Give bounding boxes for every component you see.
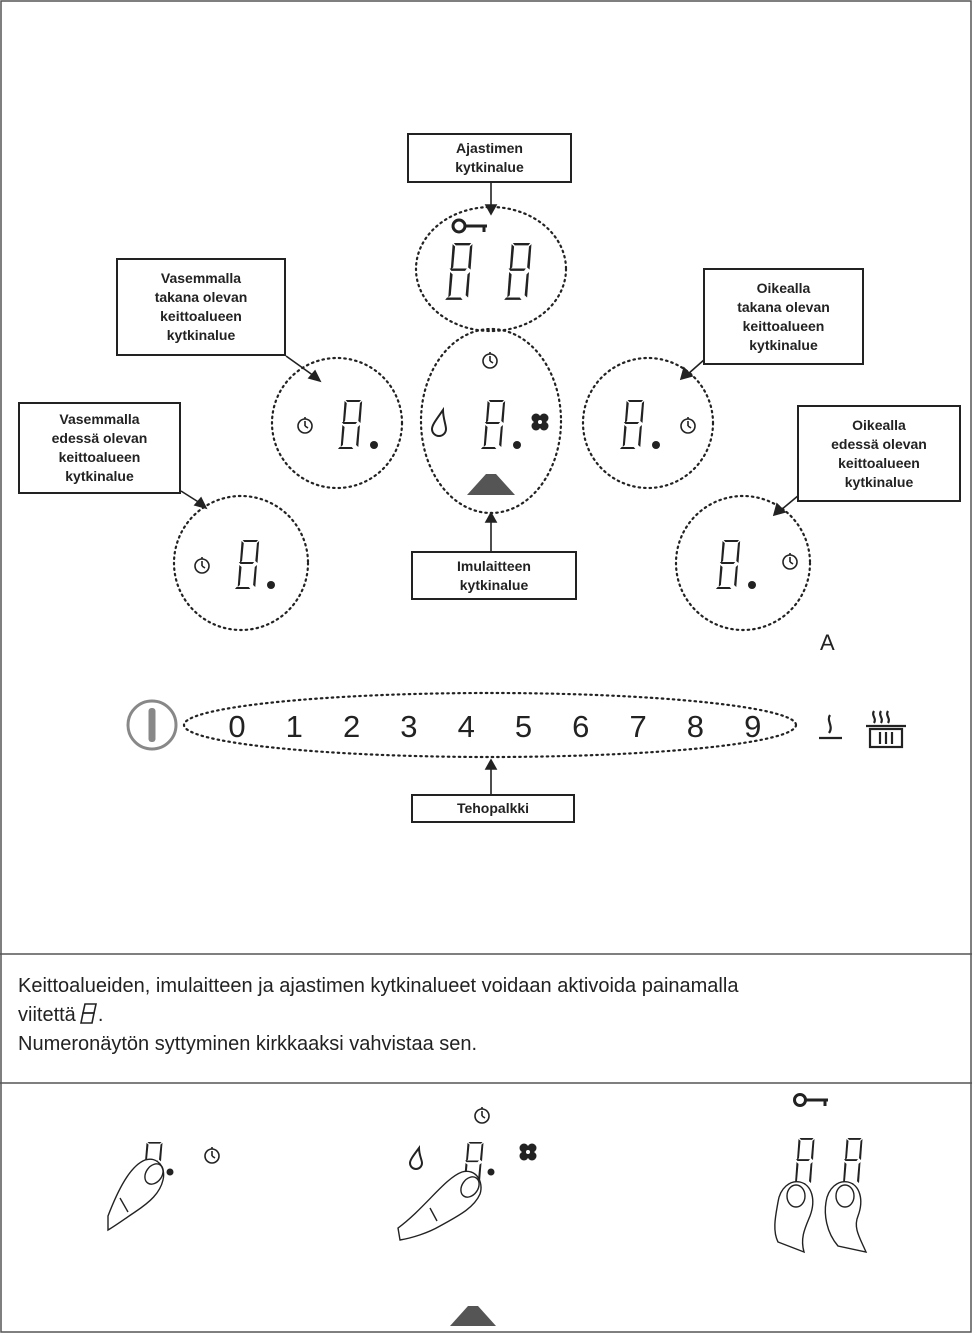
example-fan-icon bbox=[519, 1143, 537, 1161]
fan-icon bbox=[531, 413, 549, 431]
description-text: Keittoalueiden, imulaitteen ja ajastimen… bbox=[18, 972, 958, 1059]
right-front-timer-icon bbox=[782, 552, 798, 570]
callout-line: kytkinalue bbox=[749, 336, 818, 353]
callout-left-front: Vasemmalla edessä olevan keittoalueen ky… bbox=[18, 402, 181, 494]
decimal-points bbox=[267, 441, 756, 589]
water-drop-icon bbox=[430, 406, 448, 437]
callout-line: takana olevan bbox=[154, 289, 248, 305]
example-hood-icon bbox=[450, 1306, 496, 1326]
right-front-digit bbox=[715, 540, 741, 589]
left-front-zone bbox=[172, 494, 310, 632]
power-level-1[interactable]: 1 bbox=[286, 709, 303, 744]
callout-line: Vasemmalla bbox=[59, 411, 140, 427]
callout-line: edessä olevan bbox=[51, 430, 148, 446]
finger-icon-right-2 bbox=[824, 1181, 868, 1253]
callout-right-rear: Oikealla takana olevan keittoalueen kytk… bbox=[703, 268, 864, 365]
example-right-digit-2 bbox=[840, 1138, 863, 1186]
callout-line: kytkinalue bbox=[844, 473, 914, 490]
description-line-1: Keittoalueiden, imulaitteen ja ajastimen… bbox=[18, 975, 739, 997]
example-key-lock-icon bbox=[793, 1093, 828, 1107]
timer-digit-1 bbox=[445, 243, 473, 300]
callout-power-bar: Tehopalkki bbox=[411, 794, 575, 823]
callout-line: Oikealla bbox=[852, 416, 906, 433]
example-left-timer-icon bbox=[204, 1146, 220, 1164]
power-level-7[interactable]: 7 bbox=[629, 709, 646, 744]
hood-digit bbox=[480, 400, 506, 449]
power-bar-zone bbox=[182, 691, 798, 759]
keep-warm-icon bbox=[819, 714, 842, 740]
left-front-timer-icon bbox=[194, 556, 210, 574]
segment-digit-icon bbox=[79, 1003, 97, 1024]
power-icon[interactable] bbox=[126, 699, 178, 751]
description-line-2: viitettä. bbox=[18, 1001, 958, 1030]
right-front-zone bbox=[674, 494, 812, 632]
example-right-digit-1 bbox=[792, 1138, 815, 1186]
callout-line: Imulaitteen bbox=[457, 557, 531, 574]
callout-timer: Ajastimen kytkinalue bbox=[407, 133, 572, 183]
description-line-2-text: viitettä bbox=[18, 1004, 76, 1026]
callout-line: keittoalueen bbox=[160, 308, 242, 324]
figure-label: A bbox=[820, 630, 835, 655]
callout-right-front: Oikealla edessä olevan keittoalueen kytk… bbox=[797, 405, 961, 502]
right-rear-timer-icon bbox=[680, 416, 696, 434]
callout-line: takana olevan bbox=[737, 298, 830, 315]
power-level-8[interactable]: 8 bbox=[687, 709, 704, 744]
left-front-digit bbox=[234, 540, 260, 589]
callout-left-rear: Vasemmalla takana olevan keittoalueen ky… bbox=[116, 258, 286, 356]
timer-zone bbox=[414, 205, 568, 333]
right-rear-digit bbox=[619, 400, 645, 449]
hood-icon bbox=[467, 474, 515, 495]
power-level-3[interactable]: 3 bbox=[400, 709, 417, 744]
power-level-5[interactable]: 5 bbox=[515, 709, 532, 744]
callout-hood: Imulaitteen kytkinalue bbox=[411, 551, 577, 600]
description-line-3: Numeronäytön syttyminen kirkkaaksi vahvi… bbox=[18, 1033, 478, 1055]
pot-icon bbox=[866, 710, 906, 749]
callout-line: Vasemmalla bbox=[160, 270, 242, 286]
description-line-2-end: . bbox=[97, 1004, 104, 1026]
power-level-2[interactable]: 2 bbox=[343, 709, 360, 744]
callout-line: kytkinalue bbox=[459, 576, 529, 593]
example-water-drop-icon bbox=[408, 1145, 424, 1170]
left-rear-digit bbox=[337, 400, 363, 449]
finger-icon-right-1 bbox=[774, 1181, 814, 1254]
power-level-9[interactable]: 9 bbox=[744, 709, 761, 744]
callout-line: Ajastimen bbox=[456, 140, 523, 156]
callout-line: kytkinalue bbox=[455, 159, 524, 175]
power-levels: 0 1 2 3 4 5 6 7 8 9 bbox=[228, 709, 761, 744]
callout-line: Oikealla bbox=[756, 279, 811, 296]
finger-icon-mid bbox=[397, 1170, 482, 1241]
key-lock-icon bbox=[451, 218, 487, 234]
right-rear-zone bbox=[581, 356, 715, 490]
timer-digit-2 bbox=[504, 243, 532, 300]
power-level-4[interactable]: 4 bbox=[458, 709, 475, 744]
left-rear-timer-icon bbox=[297, 416, 313, 434]
callout-line: keittoalueen bbox=[58, 449, 141, 465]
hood-timer-icon bbox=[482, 351, 498, 369]
callout-line: keittoalueen bbox=[838, 454, 920, 471]
callout-line: edessä olevan bbox=[831, 435, 927, 452]
example-mid-timer-icon bbox=[474, 1106, 490, 1124]
power-level-6[interactable]: 6 bbox=[572, 709, 589, 744]
callout-line: kytkinalue bbox=[166, 327, 236, 343]
callout-line: kytkinalue bbox=[65, 468, 134, 484]
callout-line: keittoalueen bbox=[742, 317, 825, 334]
finger-icon bbox=[107, 1158, 165, 1232]
left-rear-zone bbox=[270, 356, 404, 490]
callout-line: Tehopalkki bbox=[456, 800, 530, 816]
power-level-0[interactable]: 0 bbox=[228, 709, 245, 744]
